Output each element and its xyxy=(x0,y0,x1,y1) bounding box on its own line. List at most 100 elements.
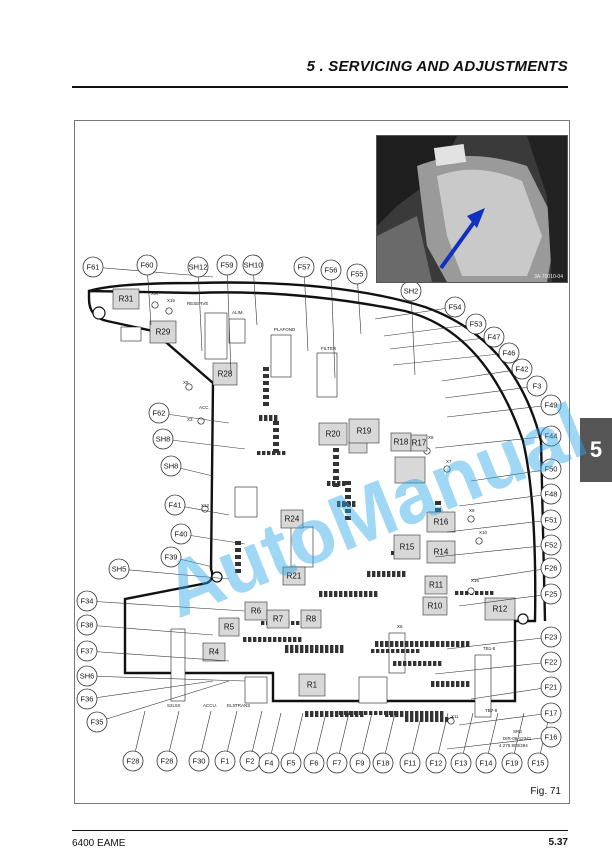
callout-label: F28 xyxy=(161,757,174,766)
fuse xyxy=(397,571,401,577)
fuse xyxy=(243,637,247,642)
fuse xyxy=(273,428,279,432)
relay-label: R5 xyxy=(224,623,235,632)
relay-box xyxy=(282,566,306,586)
callout-label: F42 xyxy=(516,365,529,374)
fuse xyxy=(330,711,334,717)
fuse xyxy=(391,649,395,653)
relay-label: R12 xyxy=(493,605,508,614)
fuse xyxy=(425,717,429,722)
fuse xyxy=(446,641,450,647)
component-label: S2L5X xyxy=(167,703,181,708)
fuse xyxy=(257,451,261,455)
callout-circle xyxy=(540,702,562,724)
callout-circle xyxy=(511,358,533,380)
location-photo: 3A-70010-04 xyxy=(376,135,568,283)
callout-label: F25 xyxy=(545,590,558,599)
leader-line xyxy=(470,686,552,700)
fuse xyxy=(374,711,378,715)
fuse xyxy=(333,476,339,480)
relay-label: R17 xyxy=(412,439,427,448)
fuse xyxy=(410,711,414,717)
leader-line xyxy=(180,533,246,545)
callout-label: F53 xyxy=(470,320,483,329)
callout-circle xyxy=(450,752,472,774)
fuse xyxy=(393,661,397,666)
fuse xyxy=(456,641,460,647)
fuse xyxy=(273,435,279,439)
component-label: PLAFOND xyxy=(274,327,296,332)
callout-label: F28 xyxy=(127,757,140,766)
leader-line xyxy=(458,493,552,507)
relay-label: R31 xyxy=(119,295,134,304)
fuse xyxy=(329,591,333,597)
relay-label: R15 xyxy=(400,543,415,552)
leader-line xyxy=(86,680,214,700)
callout-circle xyxy=(280,752,302,774)
callout-label: F14 xyxy=(480,759,493,768)
relay-label: R14 xyxy=(434,548,449,557)
fuse xyxy=(335,645,339,653)
callout-circle xyxy=(160,546,182,568)
fuse xyxy=(325,645,329,653)
fuse xyxy=(401,649,405,653)
terminal-stud xyxy=(475,537,483,545)
fuse xyxy=(410,641,414,647)
callout-label: F34 xyxy=(81,597,94,606)
relay-label: R28 xyxy=(218,370,233,379)
callout-circle xyxy=(152,428,174,450)
relay-label: R4 xyxy=(209,648,220,657)
leader-line xyxy=(162,438,246,450)
fuse xyxy=(466,641,470,647)
fuse xyxy=(405,641,409,647)
callout-label: F35 xyxy=(91,718,104,727)
leader-line xyxy=(96,680,230,723)
fuse xyxy=(320,645,324,653)
fuse xyxy=(333,448,339,452)
leader-line xyxy=(444,385,538,399)
fuse xyxy=(465,591,469,595)
callout-circle xyxy=(82,256,104,278)
relay-label: R24 xyxy=(285,515,300,524)
callout-circle xyxy=(501,752,523,774)
fuse xyxy=(345,481,351,485)
fuse xyxy=(345,495,351,499)
callout-label: F39 xyxy=(165,553,178,562)
callout-label: SH8 xyxy=(164,462,179,471)
connector-filter xyxy=(316,352,338,398)
fuse xyxy=(415,641,419,647)
fuse xyxy=(441,641,445,647)
callout-circle xyxy=(540,651,562,673)
callout-label: F6 xyxy=(310,759,319,768)
photo-reference: 3A-70010-04 xyxy=(534,274,563,280)
connector-mid-2 xyxy=(234,486,258,518)
block-r17-lower xyxy=(394,456,426,484)
fuse xyxy=(490,591,494,595)
component-label: X10 xyxy=(479,530,488,535)
fuse xyxy=(461,681,465,687)
leader-line xyxy=(470,468,552,482)
component-label: ELS. xyxy=(227,703,237,708)
fuse xyxy=(390,641,394,647)
fuse xyxy=(406,649,410,653)
component-label: X7 xyxy=(446,459,452,464)
fuse xyxy=(372,571,376,577)
fuse xyxy=(416,649,420,653)
callout-label: F15 xyxy=(532,759,545,768)
fuse xyxy=(291,621,295,625)
callout-circle xyxy=(136,254,158,276)
fuse xyxy=(395,641,399,647)
fuse xyxy=(295,645,299,653)
relay-box xyxy=(202,642,226,662)
connector-bottom-left xyxy=(244,676,268,704)
page-section-title: 5 . SERVICING AND ADJUSTMENTS xyxy=(306,58,568,75)
fuse xyxy=(456,681,460,687)
fuse xyxy=(391,551,395,555)
relay-label: R1 xyxy=(307,681,318,690)
fuse xyxy=(440,717,444,722)
leader-line xyxy=(392,352,510,366)
component-label: TB1-8 xyxy=(483,646,496,651)
leader-line xyxy=(118,568,230,580)
fuse xyxy=(310,711,314,717)
mount-hole-top-left xyxy=(92,306,106,320)
